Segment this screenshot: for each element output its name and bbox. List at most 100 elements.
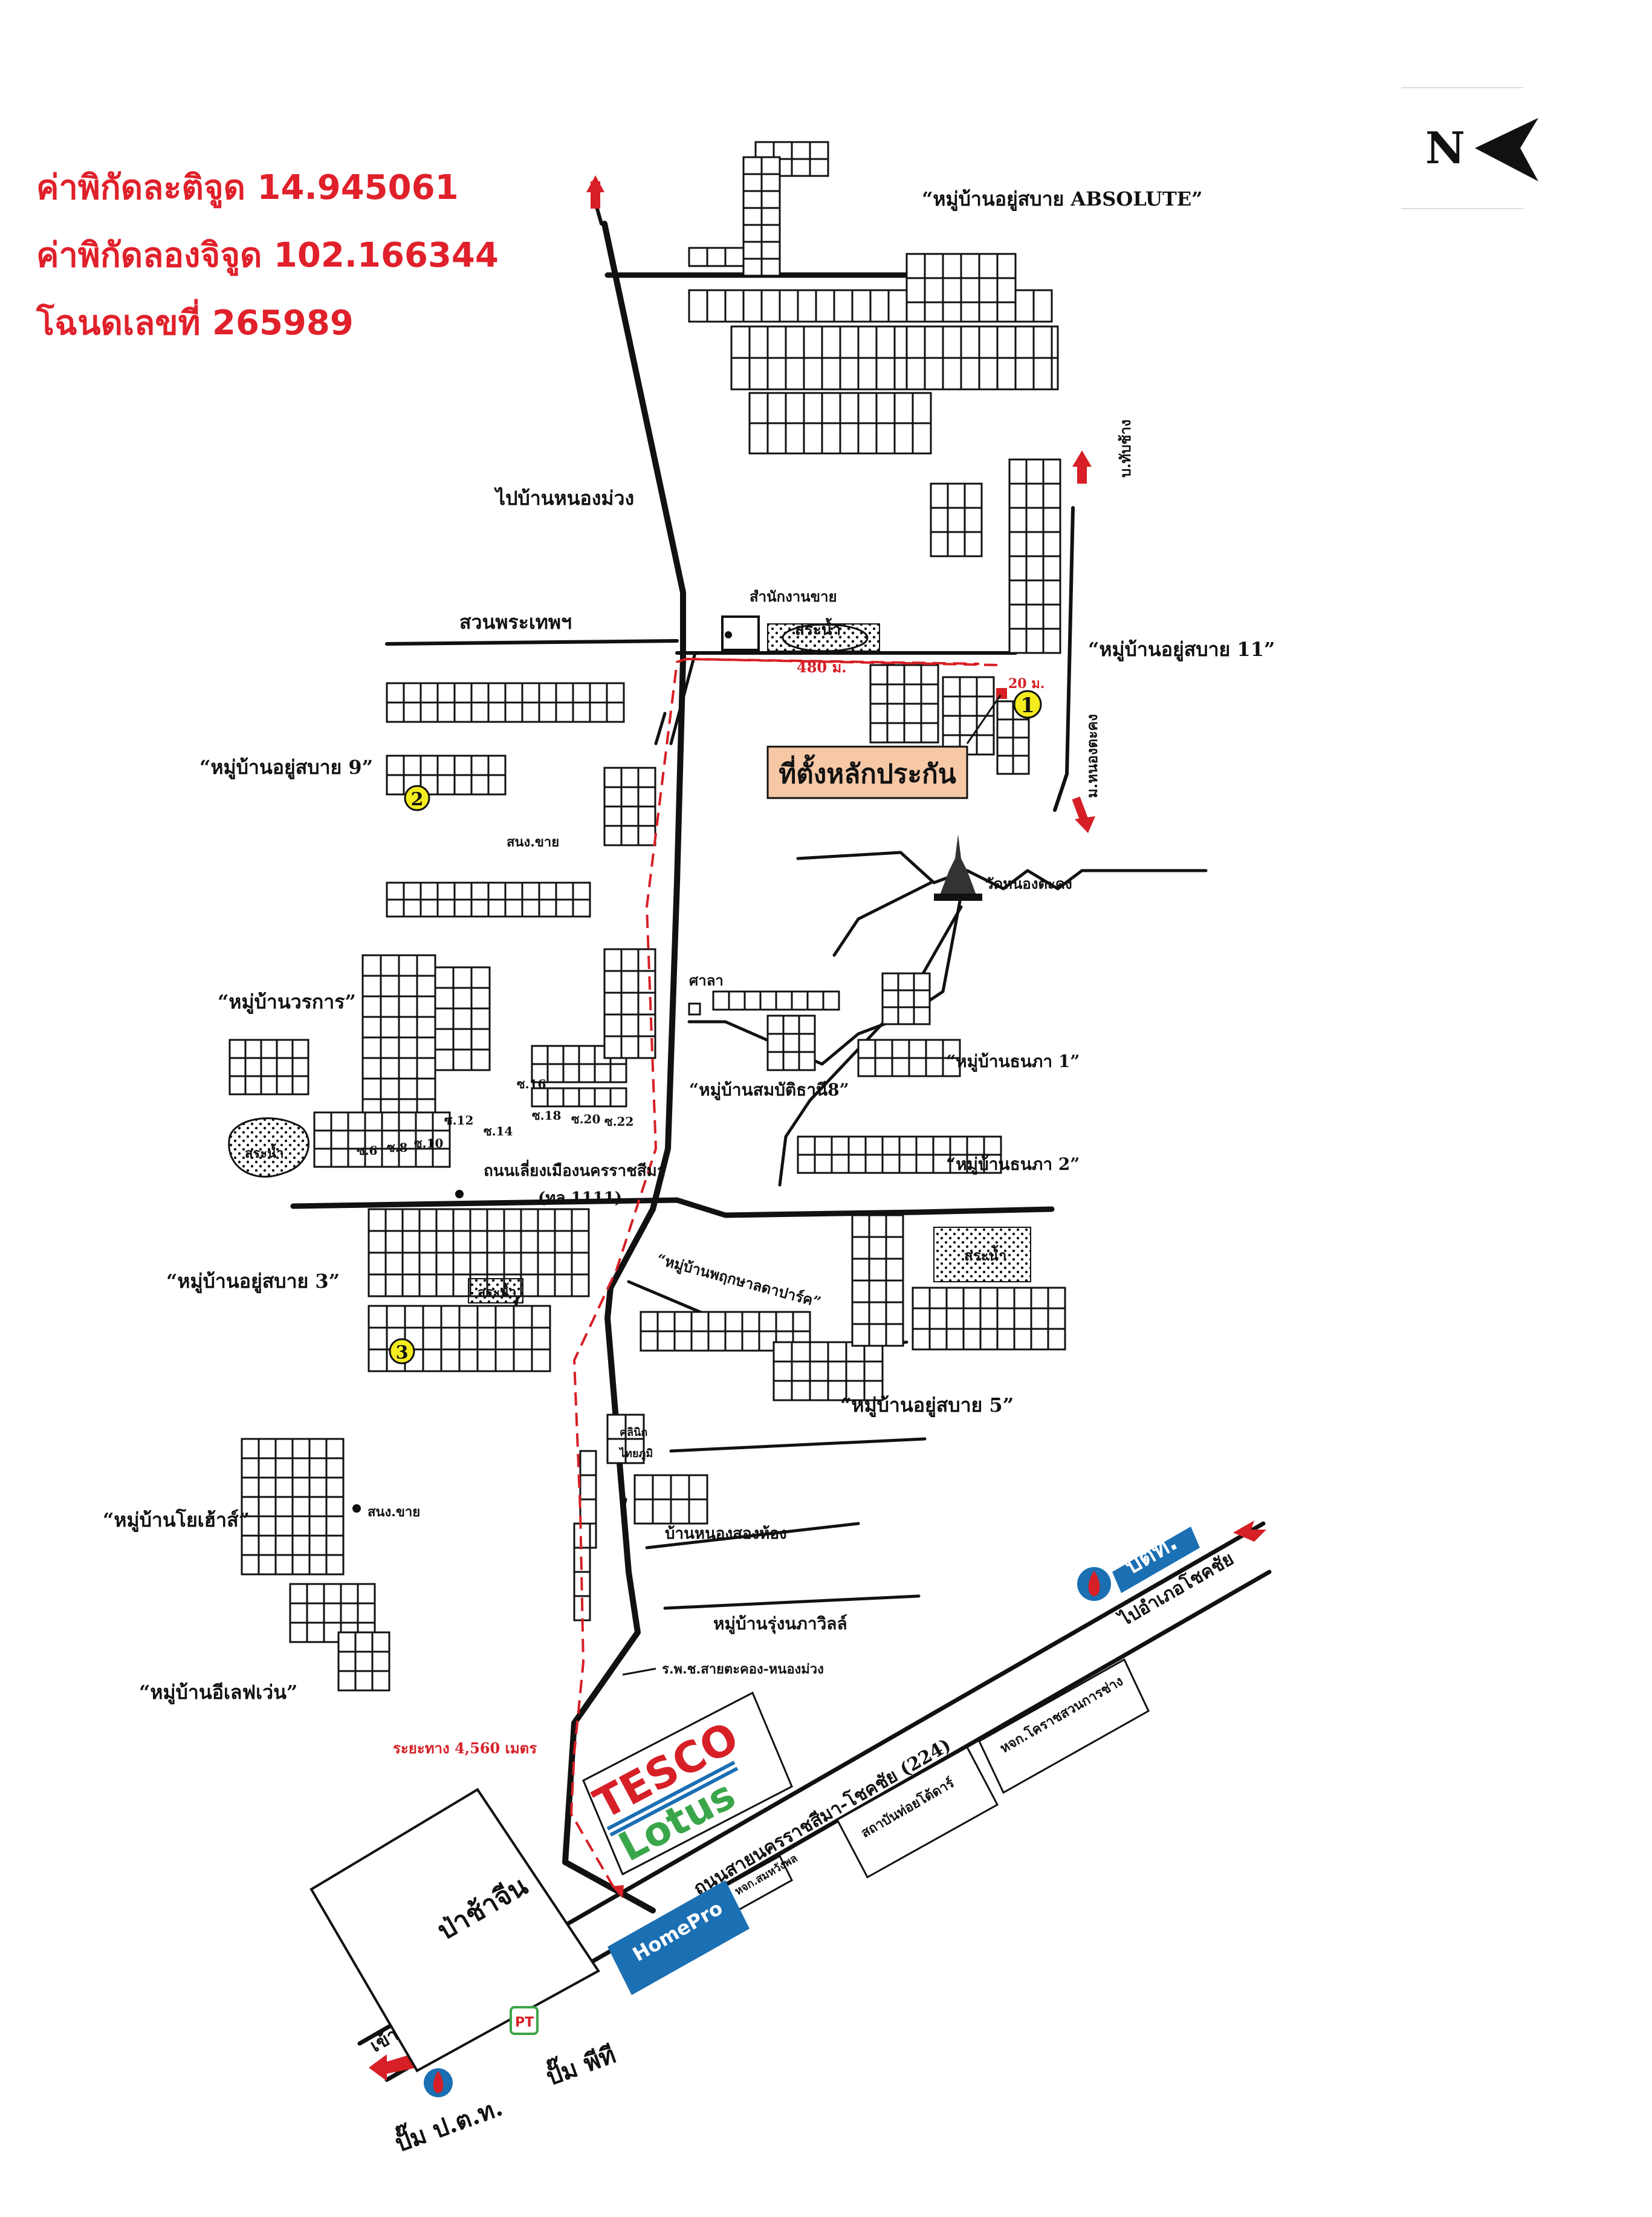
- sabai9-block-d: [386, 881, 591, 918]
- sales-office-yohas-label: สนง.ขาย: [368, 1504, 420, 1520]
- eleven-block: [337, 1631, 390, 1692]
- village-thanapa1-label: “หมู่บ้านธนภา 1”: [946, 1051, 1080, 1072]
- arrow-right-icon-chokchai: [1233, 1521, 1266, 1542]
- to-tapchang-label: บ.ทับช้าง: [1116, 420, 1134, 478]
- deed-value: 265989: [212, 303, 354, 343]
- arrow-down-icon-nongtakong: [1072, 796, 1095, 833]
- absolute-block-g: [748, 392, 932, 455]
- village-sabai3-label: “หมู่บ้านอยู่สบาย 3”: [166, 1270, 340, 1294]
- nongtakong-road-label: ม.หนองตะคง: [1083, 714, 1101, 798]
- thanapa2-block: [797, 1135, 1002, 1174]
- collateral-point: [996, 688, 1007, 699]
- village-rungnapa-label: หมู่บ้านรุ่งนภาวิลล์: [713, 1614, 847, 1634]
- callout-leader: [966, 695, 1002, 744]
- village-sabai9-label: “หมู่บ้านอยู่สบาย 9”: [199, 756, 373, 780]
- soi20-label: ซ.20: [571, 1112, 600, 1126]
- latitude-label: ค่าพิกัดละติจูด: [36, 168, 246, 207]
- marker-1: 1: [1013, 690, 1042, 719]
- ptt-station: ปั๊ม ป.ต.ท.: [390, 2068, 506, 2158]
- soi12-label: ซ.12: [444, 1113, 473, 1128]
- sales-office-label: สำนักงานขาย: [750, 588, 837, 605]
- pt-brand-text: PT: [515, 2015, 534, 2030]
- sabai9-block-c: [603, 767, 656, 846]
- thaiphan-label: ไทยภูมิ: [618, 1447, 653, 1461]
- sombat8-block-a: [712, 990, 840, 1011]
- distance-20-label: 20 ม.: [1008, 676, 1045, 692]
- pt-station-icon: [510, 2006, 539, 2035]
- worakarn-block-d: [313, 1111, 451, 1168]
- village-sombat8-label: “หมู่บ้านสมบัติธานี8”: [689, 1080, 849, 1100]
- sales-office-yohas-dot: [352, 1504, 361, 1513]
- village-sabai11-label: “หมู่บ้านอยู่สบาย 11”: [1088, 638, 1275, 662]
- coordinates-panel: ค่าพิกัดละติจูด 14.945061 ค่าพิกัดลองจิจ…: [36, 154, 499, 357]
- suan-phra-label: สวนพระเทพฯ: [459, 611, 572, 634]
- village-nongsong-label: บ้านหนองสองห้อง: [665, 1525, 787, 1543]
- route-number-label: (ทล.1111): [538, 1189, 622, 1207]
- sombat8-block-b: [766, 1014, 816, 1071]
- arrow-up-icon-tapchang: [1072, 450, 1092, 484]
- sabai5-block-d: [912, 1287, 1066, 1351]
- sabai9-block-a: [386, 682, 625, 723]
- marker-3: 3: [389, 1338, 415, 1365]
- deed-line: โฉนดเลขที่ 265989: [36, 290, 499, 357]
- deed-label: โฉนดเลขที่: [36, 303, 201, 343]
- village-sabai5-label: “หมู่บ้านอยู่สบาย 5”: [840, 1394, 1014, 1418]
- pond-label: สระน้ำ: [795, 617, 841, 639]
- chinese-cemetery-area: [309, 1788, 600, 2073]
- ptt-station-label: ปั๊ม ป.ต.ท.: [390, 2089, 506, 2158]
- sala-icon: [688, 1002, 701, 1016]
- sabai9-block-b: [386, 755, 507, 796]
- hospital-leader: [622, 1667, 656, 1676]
- worakarn-block-c: [228, 1039, 309, 1096]
- longitude-line: ค่าพิกัดลองจิจูด 102.166344: [36, 222, 499, 290]
- pond-sabai3-label: สระน้ำ: [478, 1282, 516, 1300]
- pond-west: [228, 1117, 309, 1178]
- village-eleven-label: “หมู่บ้านอีเลฟเว่น”: [139, 1681, 297, 1705]
- longitude-label: ค่าพิกัดลองจิจูด: [36, 236, 262, 275]
- pond-west-label: สระน้ำ: [245, 1143, 283, 1161]
- absolute-block-c: [688, 289, 1053, 323]
- thanapa1-block: [857, 1039, 961, 1077]
- pt-station-label: ปั๊ม พีที: [541, 2037, 619, 2091]
- sales-office-9-label: สนง.ขาย: [507, 834, 559, 850]
- soi16-label: ซ.16: [517, 1077, 546, 1091]
- pt-station: PT ปั๊ม พีที: [510, 2006, 620, 2091]
- sabai3-block-b: [368, 1305, 551, 1372]
- sales-office-dot: [725, 631, 732, 638]
- bypass-dot: [455, 1190, 464, 1198]
- distance-480-label: 480 ม.: [797, 658, 847, 676]
- soi18-label: ซ.18: [532, 1108, 561, 1123]
- soi22-label: ซ.22: [604, 1114, 633, 1129]
- yohas-block-a: [241, 1438, 345, 1576]
- north-letter: N: [1425, 122, 1465, 174]
- absolute-block-e: [905, 253, 1017, 303]
- sala-label: ศาลา: [689, 972, 724, 989]
- housing-blocks: [228, 141, 1066, 1692]
- pond-sabai5: [933, 1227, 1031, 1282]
- temple-label: วัดหนองตะคง: [985, 875, 1072, 892]
- marker-1-label: 1: [1020, 693, 1035, 718]
- soi14-label: ซ.14: [484, 1124, 513, 1138]
- arrow-up-icon-north: [586, 175, 604, 209]
- absolute-block-f: [905, 325, 1053, 391]
- latitude-value: 14.945061: [257, 168, 459, 207]
- bypass-road-label: ถนนเลี่ยงเมืองนครราชสีมา: [484, 1159, 666, 1180]
- to-nongmuang-label: ไปบ้านหนองม่วง: [494, 487, 634, 510]
- soi10-label: ซ.10: [414, 1136, 443, 1151]
- longitude-value: 102.166344: [273, 236, 499, 275]
- total-distance-label: ระยะทาง 4,560 เมตร: [393, 1739, 537, 1757]
- worakarn-block-b: [434, 966, 491, 1071]
- soi6-label: ซ.6: [357, 1143, 377, 1158]
- collateral-label: ที่ตั้งหลักประกัน: [779, 754, 956, 790]
- pond-sabai3: [468, 1278, 523, 1303]
- central-south-block-b: [633, 1474, 708, 1525]
- worakarn-block-f: [603, 948, 656, 1059]
- sabai5-block-b: [773, 1341, 884, 1401]
- village-worakarn-label: “หมู่บ้านวรการ”: [218, 990, 356, 1014]
- worakarn-block-g: [531, 1087, 627, 1108]
- soi8-label: ซ.8: [387, 1140, 407, 1155]
- arrow-left-icon-korat: [369, 2053, 417, 2081]
- latitude-line: ค่าพิกัดละติจูด 14.945061: [36, 154, 499, 222]
- temple-icon: [934, 834, 982, 901]
